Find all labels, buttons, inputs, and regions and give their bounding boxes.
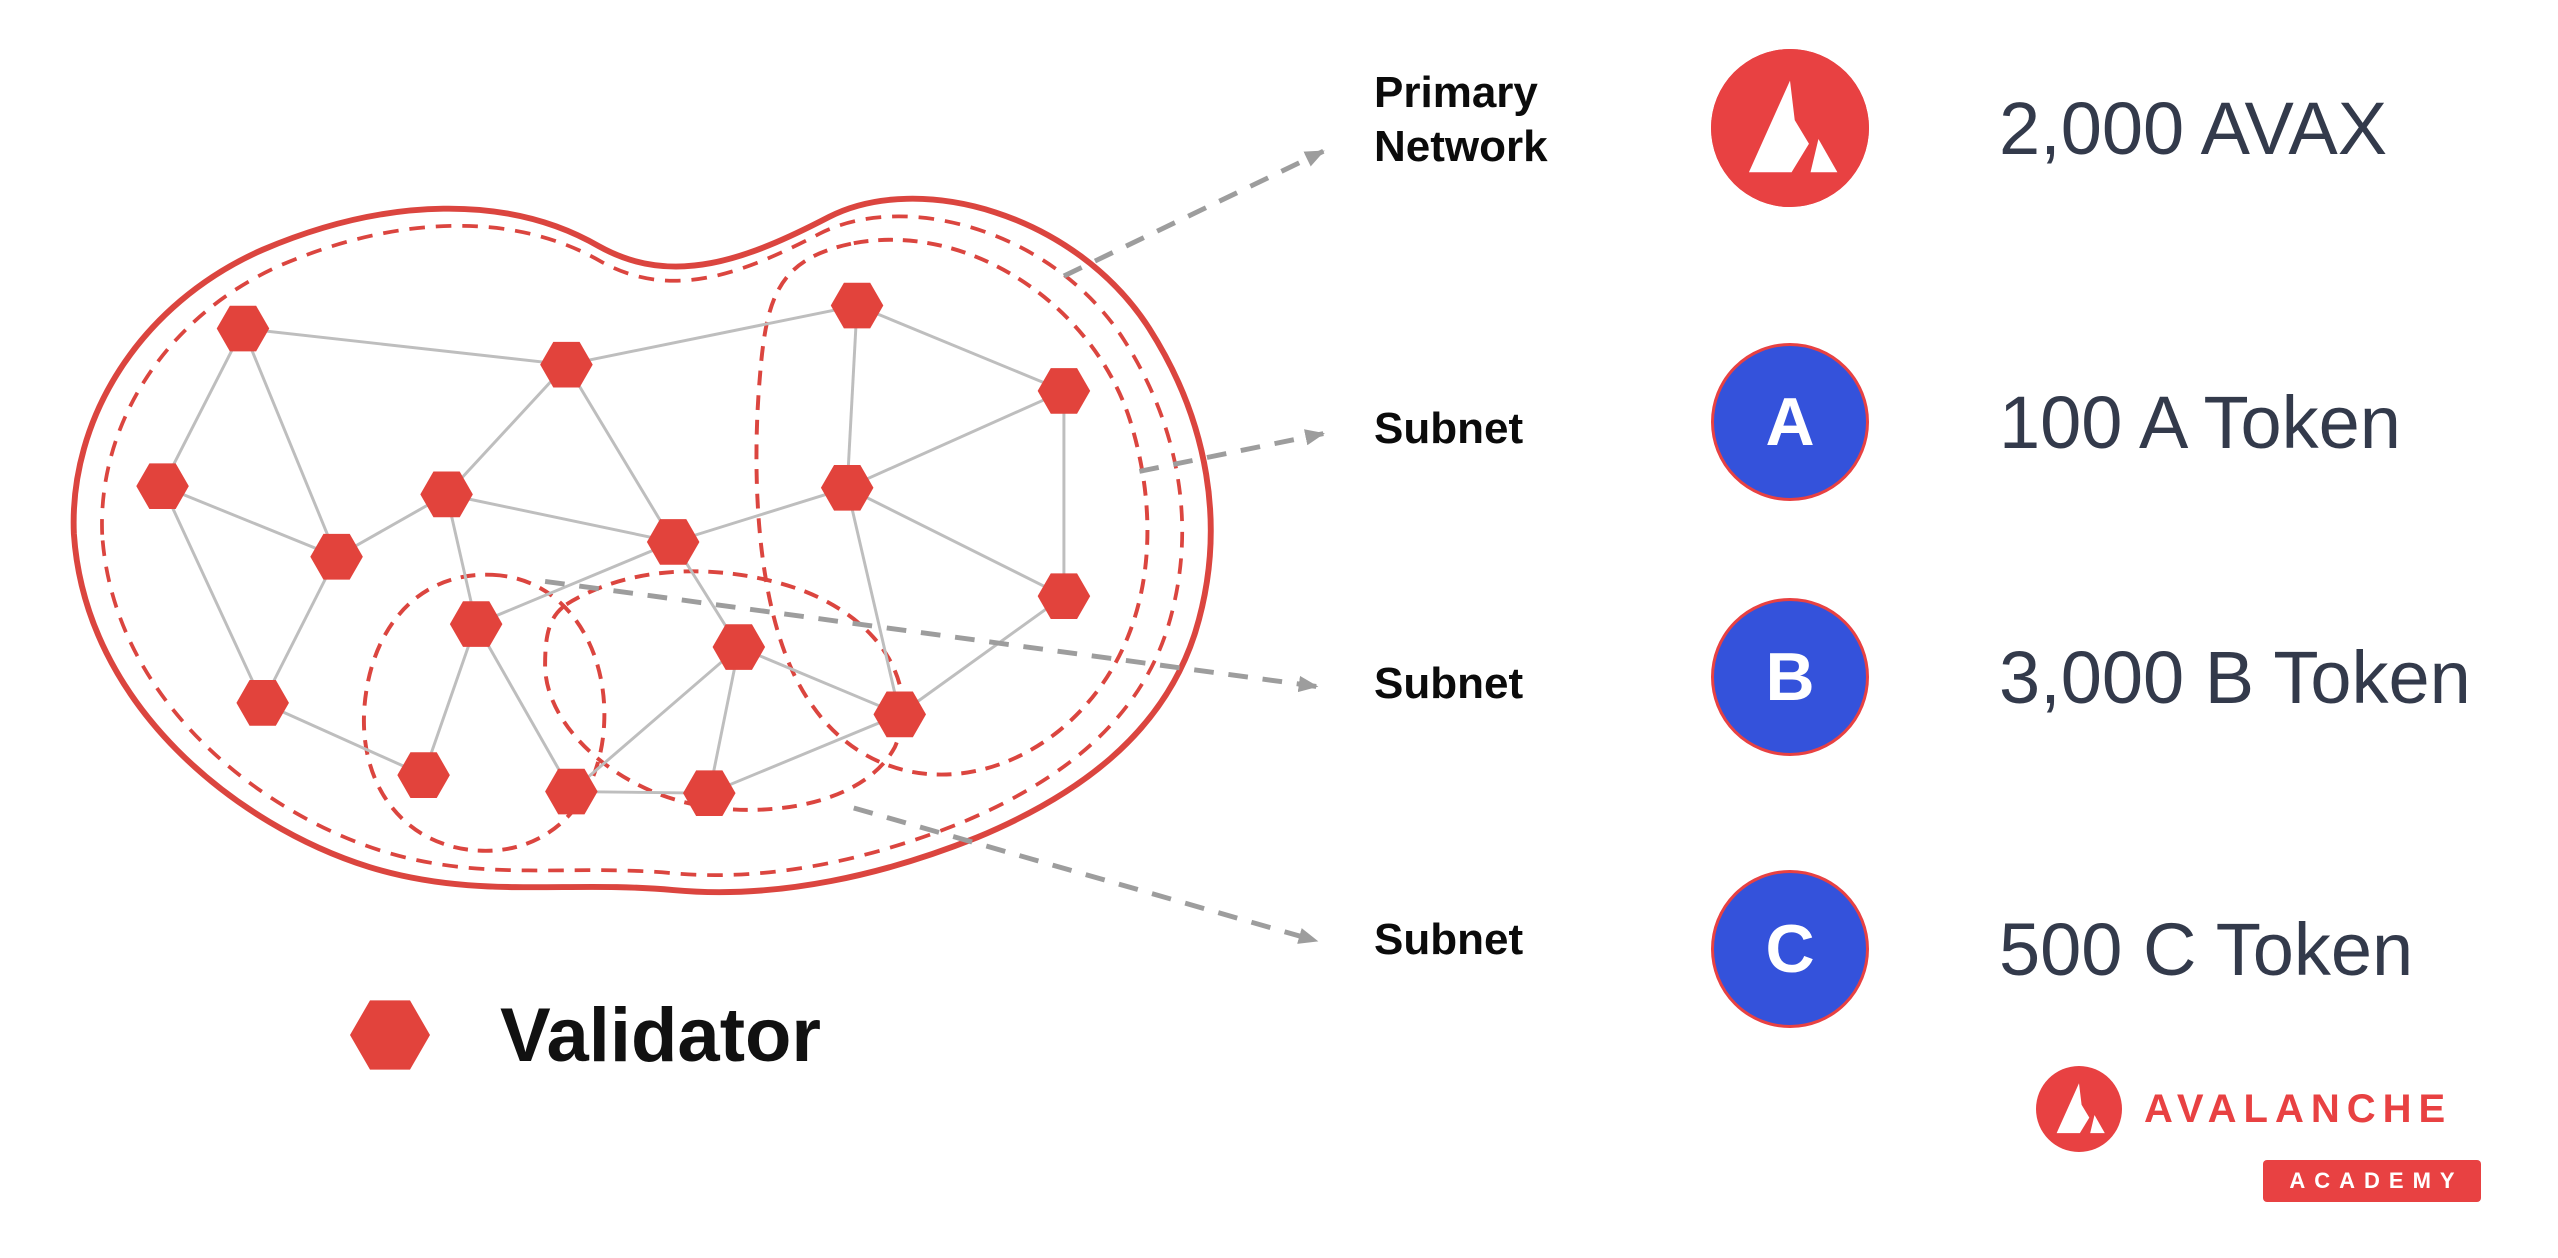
validator-node bbox=[873, 691, 927, 738]
arrow-subnet-3 bbox=[853, 805, 1319, 944]
token-c-icon: C bbox=[1711, 870, 1869, 1028]
connection-line bbox=[707, 646, 741, 794]
connection-line bbox=[262, 701, 425, 777]
arrow-subnet-2 bbox=[544, 578, 1319, 693]
validator-node bbox=[449, 601, 503, 647]
primary-subnet-dashed-outline bbox=[100, 214, 1185, 877]
arrow-primary-network bbox=[1062, 149, 1325, 279]
connection-line bbox=[474, 623, 573, 793]
avalanche-academy-mark-icon bbox=[2036, 1066, 2122, 1152]
connection-line bbox=[845, 487, 902, 715]
validator-node bbox=[216, 305, 270, 352]
token-c-letter: C bbox=[1765, 911, 1815, 987]
branding-title: AVALANCHE bbox=[2144, 1086, 2453, 1131]
branding-badge: ACADEMY bbox=[2263, 1160, 2481, 1202]
validator-node bbox=[540, 341, 593, 388]
legend-label: Validator bbox=[500, 992, 821, 1078]
connection-line bbox=[446, 492, 674, 544]
connection-line bbox=[161, 485, 265, 704]
validator-node bbox=[310, 533, 363, 580]
subnet-region-middle bbox=[543, 569, 905, 812]
connection-line bbox=[475, 540, 674, 626]
validator-node bbox=[820, 464, 874, 511]
legend: Validator bbox=[340, 975, 821, 1095]
token-a-amount: 100 A Token bbox=[1999, 380, 2401, 464]
connection-line bbox=[738, 645, 901, 716]
connection-line bbox=[565, 363, 675, 543]
connection-line bbox=[445, 363, 568, 496]
label-primary-network: Primary Network bbox=[1374, 68, 1548, 171]
branding-badge-text: ACADEMY bbox=[2289, 1168, 2464, 1193]
validator-node bbox=[683, 770, 736, 817]
validator-node bbox=[420, 471, 473, 518]
validator-node bbox=[136, 463, 189, 509]
validator-node bbox=[830, 282, 884, 329]
token-b-icon: B bbox=[1711, 598, 1869, 756]
label-subnet-2: Subnet bbox=[1374, 659, 1524, 708]
connection-line bbox=[672, 486, 848, 544]
validator-node bbox=[1037, 573, 1091, 619]
subnet-region-right bbox=[754, 237, 1150, 777]
connection-line bbox=[422, 623, 478, 776]
connection-line bbox=[898, 594, 1065, 716]
connection-line bbox=[241, 327, 338, 558]
avalanche-academy-logo: AVALANCHE ACADEMY bbox=[2036, 1066, 2496, 1202]
token-row-b: B 3,000 B Token bbox=[1711, 598, 2471, 756]
token-a-letter: A bbox=[1765, 384, 1815, 460]
avalanche-mark-icon bbox=[1711, 49, 1869, 207]
label-subnet-1: Subnet bbox=[1374, 404, 1524, 453]
connection-line bbox=[161, 484, 338, 559]
connection-line bbox=[856, 304, 1065, 393]
token-c-amount: 500 C Token bbox=[1999, 907, 2414, 991]
token-a-icon: A bbox=[1711, 343, 1869, 501]
validator-node bbox=[397, 752, 450, 798]
label-subnet-3: Subnet bbox=[1374, 915, 1524, 964]
token-row-avax: 2,000 AVAX bbox=[1711, 49, 2387, 207]
token-b-amount: 3,000 B Token bbox=[1999, 635, 2471, 719]
avax-amount: 2,000 AVAX bbox=[1999, 86, 2388, 170]
validator-node bbox=[236, 680, 289, 726]
connection-line bbox=[570, 645, 740, 793]
connection-line bbox=[845, 305, 859, 488]
validator-hexagon bbox=[350, 1000, 430, 1070]
connection-line bbox=[846, 486, 1065, 598]
validator-hexagon-icon bbox=[350, 1000, 430, 1070]
connection-line bbox=[566, 304, 858, 367]
connection-line bbox=[261, 556, 338, 704]
token-b-letter: B bbox=[1765, 639, 1815, 715]
avalanche-logo-icon bbox=[1711, 49, 1869, 207]
connection-lines bbox=[161, 304, 1066, 795]
arrow-subnet-1 bbox=[1138, 429, 1325, 474]
validator-node bbox=[646, 519, 700, 565]
validator-nodes bbox=[136, 282, 1091, 817]
connection-line bbox=[708, 713, 901, 795]
connection-line bbox=[846, 389, 1065, 490]
connection-line bbox=[242, 327, 567, 367]
token-row-c: C 500 C Token bbox=[1711, 870, 2413, 1028]
token-row-a: A 100 A Token bbox=[1711, 343, 2401, 501]
validator-node bbox=[545, 768, 598, 815]
connection-line bbox=[161, 327, 245, 487]
validator-node bbox=[712, 624, 766, 670]
subnet-region-left bbox=[361, 572, 607, 853]
validator-node bbox=[1037, 368, 1091, 414]
